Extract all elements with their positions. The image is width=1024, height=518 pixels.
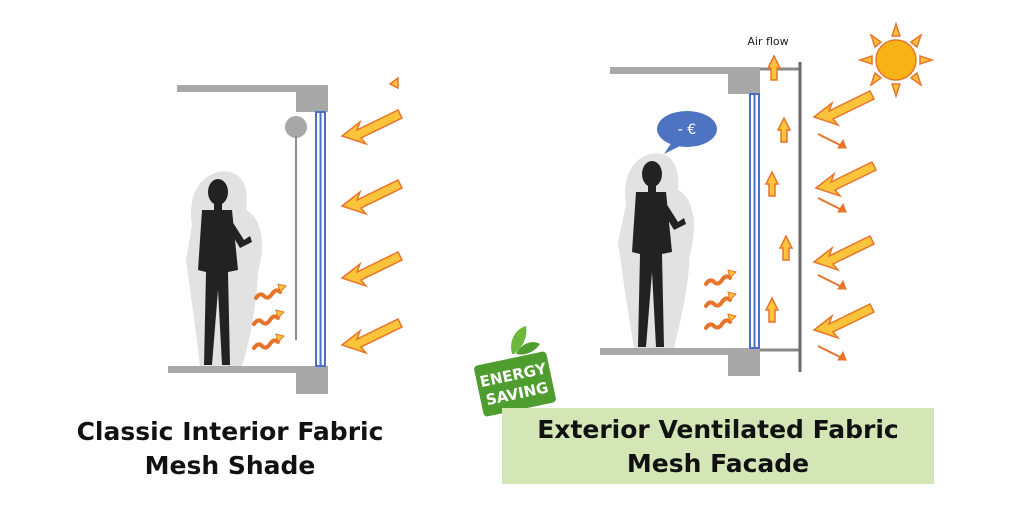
right-panel: Air flow - € [474,21,935,417]
right-sun-arrows [813,90,877,339]
right-ceiling-block [728,67,760,94]
left-panel [168,76,403,394]
right-ceiling-slab [610,67,732,74]
right-caption-line2: Mesh Facade [626,449,810,478]
left-blind-roll [285,116,307,138]
left-arrow-tip [388,76,399,90]
airflow-arrows [765,55,793,323]
left-caption-line2: Mesh Shade [144,451,316,480]
sun-icon [857,21,935,99]
energy-saving-badge: ENERGY SAVING [474,326,556,417]
left-floor-slab [168,366,300,373]
right-caption-line1: Exterior Ventilated Fabric [537,415,899,444]
left-ceiling-block [296,85,328,112]
right-heat-arrows [704,268,738,330]
left-caption-line1: Classic Interior Fabric [76,417,384,446]
left-ceiling-slab [177,85,299,92]
left-caption: Classic Interior Fabric Mesh Shade [40,415,420,483]
left-heat-arrows [252,282,288,350]
right-floor-slab [600,348,732,355]
right-floor-block [728,348,760,376]
right-person [618,153,694,348]
left-sun-arrows [341,76,403,354]
savings-bubble: - € [657,111,717,154]
left-floor-block [296,366,328,394]
right-caption: Exterior Ventilated Fabric Mesh Facade [502,413,934,481]
right-caption-highlight [502,408,934,484]
left-person [186,171,262,366]
airflow-label: Air flow [747,35,788,48]
bubble-text: - € [678,122,696,138]
